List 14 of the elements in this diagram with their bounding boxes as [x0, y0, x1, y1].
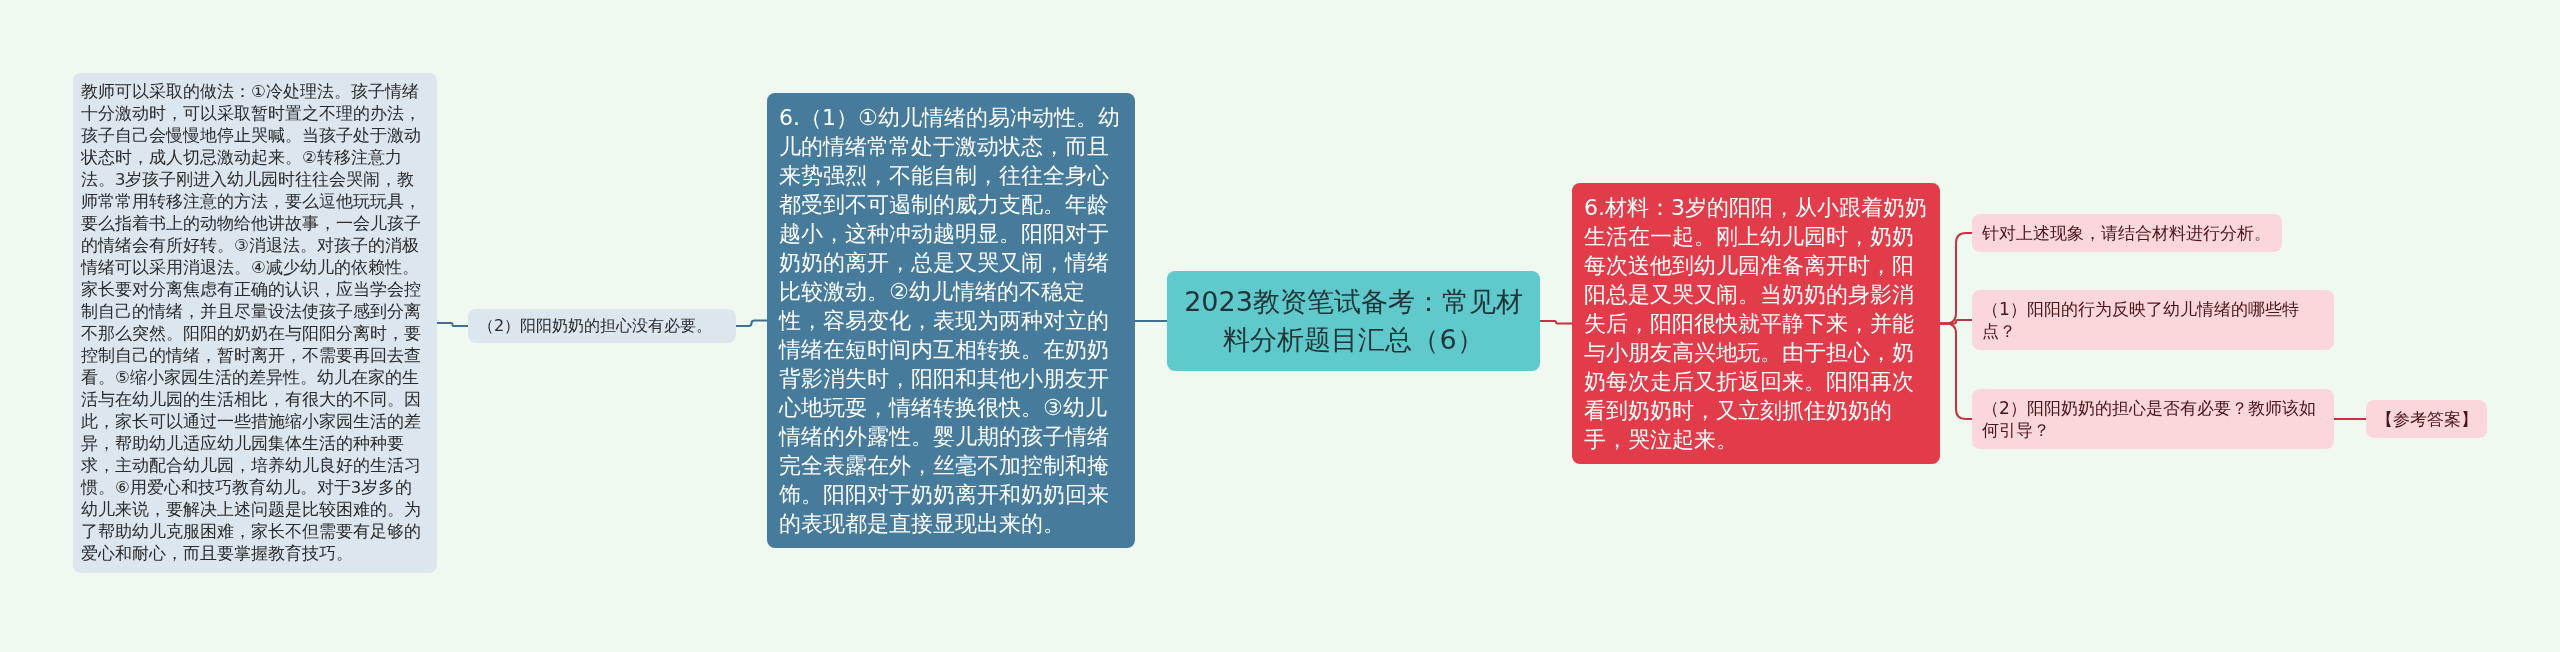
answer-label-box: 【参考答案】 — [2366, 400, 2487, 438]
question-box: 针对上述现象，请结合材料进行分析。 — [1972, 214, 2282, 252]
connector-line — [436, 322, 469, 327]
question-box: （2）阳阳奶奶的担心是否有必要？教师该如何引导？ — [1972, 389, 2334, 449]
connector-line — [1539, 320, 1573, 325]
topic-box: 2023教资笔试备考：常见材料分析题目汇总（6） — [1167, 271, 1540, 371]
material-box: 6.材料：3岁的阳阳，从小跟着奶奶生活在一起。刚上幼儿园时，奶奶每次送他到幼儿园准备离开时，阳阳总是又哭又闹。当奶奶的身影消失后，阳阳很快就平静下来，并能与小朋友高兴地玩。由于担心，奶奶每次走后又折返回来。阳阳再次看到奶奶时，又立刻抓住奶奶的手，哭泣起来。 — [1572, 183, 1940, 464]
connector-line — [2333, 418, 2367, 420]
connector-line — [735, 319, 768, 327]
answer-box: （2）阳阳奶奶的担心没有必要。 — [468, 309, 736, 343]
answer-box: 教师可以采取的做法：①冷处理法。孩子情绪十分激动时，可以采取暂时置之不理的办法，孩子自己会慢慢地停止哭喊。当孩子处于激动状态时，成人切忌激动起来。②转移注意力法。3岁孩子刚进入幼儿园时往往会哭闹，教师常常用转移注意的方法，要么逗他玩玩具，要么指着书上的动物给他讲故事，一会儿孩子的情绪会有所好转。③消退法。对孩子的消极情绪可以采用消退法。④减少幼儿的依赖性。家长要对分离焦虑有正确的认识，应当学会控制自己的情绪，并且尽量设法使孩子感到分离不那么突然。阳阳的奶奶在与阳阳分离时，要控制自己的情绪，暂时离开，不需要再回去查看。⑤缩小家园生活的差异性。幼儿在家的生活与在幼儿园的生活相比，有很大的不同。因此，家长可以通过一些措施缩小家园生活的差异，帮助幼儿适应幼儿园集体生活的种种要求，主动配合幼儿园，培养幼儿良好的生活习惯。⑥用爱心和技巧教育幼儿。对于3岁多的幼儿来说，要解决上述问题是比较困难的。为了帮助幼儿克服困难，家长不但需要有足够的爱心和耐心，而且要掌握教育技巧。 — [73, 73, 437, 573]
connector-line — [1134, 320, 1168, 322]
question-box: （1）阳阳的行为反映了幼儿情绪的哪些特点？ — [1972, 290, 2334, 350]
answer-box: 6.（1）①幼儿情绪的易冲动性。幼儿的情绪常常处于激动状态，而且来势强烈，不能自制，往往全身心都受到不可遏制的威力支配。年龄越小，这种冲动越明显。阳阳对于奶奶的离开，总是又哭又闹，情绪比较激动。②幼儿情绪的不稳定性，容易变化，表现为两种对立的情绪在短时间内互相转换。在奶奶背影消失时，阳阳和其他小朋友开心地玩耍，情绪转换很快。③幼儿情绪的外露性。婴儿期的孩子情绪完全表露在外，丝毫不加控制和掩饰。阳阳对于奶奶离开和奶奶回来的表现都是直接显现出来的。 — [767, 93, 1135, 548]
